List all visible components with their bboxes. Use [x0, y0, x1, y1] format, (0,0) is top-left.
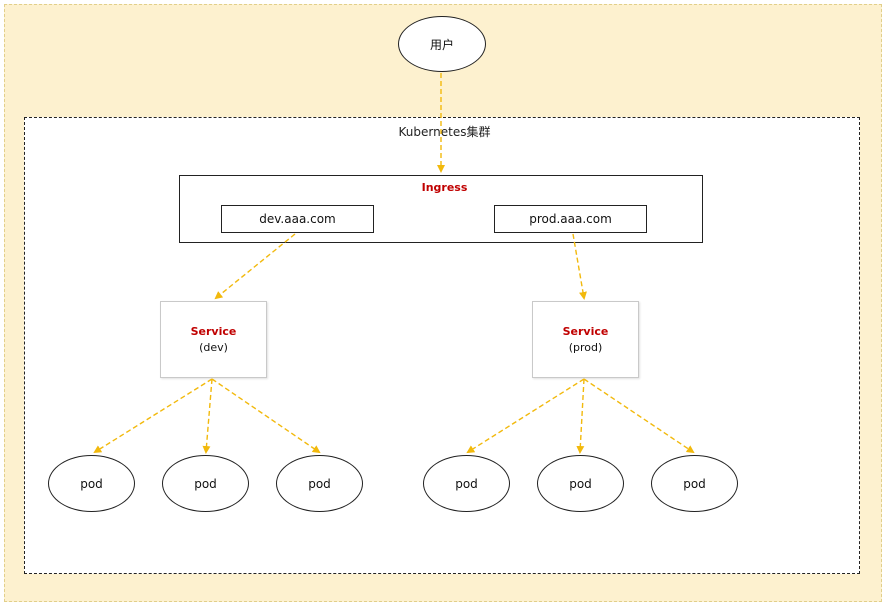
host-prod-label: prod.aaa.com: [529, 212, 612, 226]
host-prod: prod.aaa.com: [494, 205, 647, 233]
host-dev-label: dev.aaa.com: [259, 212, 336, 226]
service-prod: Service (prod): [532, 301, 639, 378]
pod-label: pod: [80, 476, 103, 491]
ingress-title: Ingress: [421, 181, 468, 194]
arrow-dev-host-to-service: [214, 233, 296, 300]
arrow-prod-host-to-service: [572, 233, 587, 300]
arrow-service-prod-to-pod-3: [583, 378, 695, 454]
service-dev: Service (dev): [160, 301, 267, 378]
user-node: 用户: [398, 16, 486, 72]
arrow-service-dev-to-pod-2: [202, 378, 213, 454]
host-dev: dev.aaa.com: [221, 205, 374, 233]
arrow-service-prod-to-pod-2: [576, 378, 585, 454]
pod-prod-2: pod: [537, 455, 624, 512]
pod-prod-1: pod: [423, 455, 510, 512]
arrow-service-dev-to-pod-3: [211, 378, 321, 454]
cluster-label: Kubernetes集群: [398, 125, 491, 139]
pod-dev-1: pod: [48, 455, 135, 512]
user-label: 用户: [429, 37, 454, 52]
pod-label: pod: [455, 476, 478, 491]
pod-prod-3: pod: [651, 455, 738, 512]
pod-label: pod: [683, 476, 706, 491]
pod-dev-2: pod: [162, 455, 249, 512]
pod-label: pod: [308, 476, 331, 491]
pod-label: pod: [569, 476, 592, 491]
service-dev-title: Service: [190, 324, 237, 338]
service-prod-env: (prod): [568, 340, 603, 354]
arrow-service-dev-to-pod-1: [93, 378, 213, 454]
pod-dev-3: pod: [276, 455, 363, 512]
arrow-service-prod-to-pod-1: [466, 378, 585, 454]
pod-label: pod: [194, 476, 217, 491]
service-prod-title: Service: [562, 324, 609, 338]
service-dev-env: (dev): [199, 340, 228, 354]
